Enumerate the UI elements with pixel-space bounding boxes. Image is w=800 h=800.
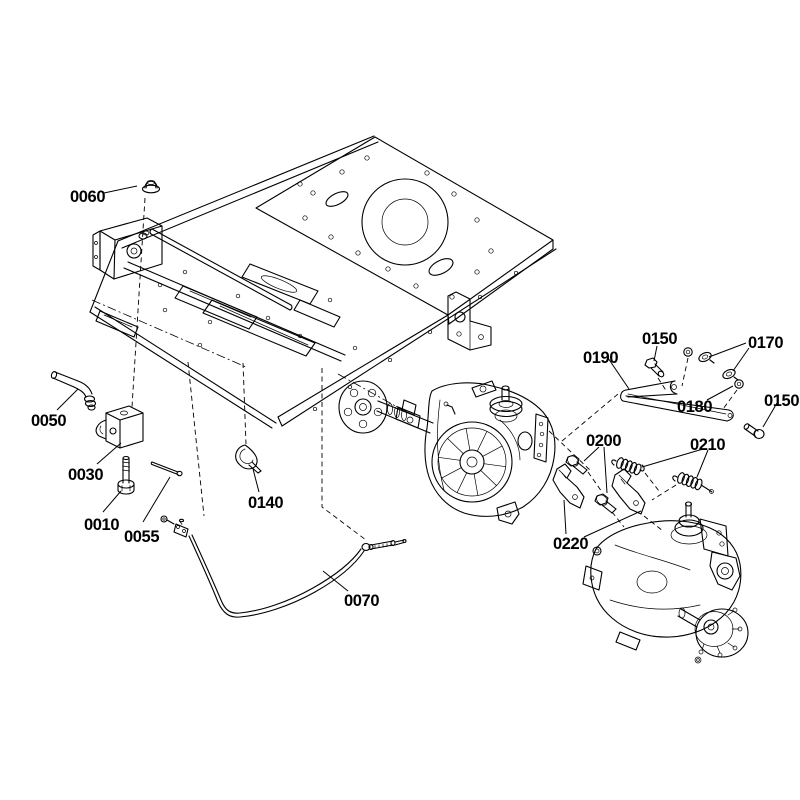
springs-0210 (611, 457, 714, 494)
callout-leader-lines (56, 185, 778, 592)
part-label-0150-right: 0150 (764, 392, 799, 410)
bolt-0150-right (743, 423, 765, 440)
control-cable-0070 (160, 515, 407, 618)
bracket-0030 (95, 405, 144, 449)
brackets-0220 (552, 463, 646, 515)
part-label-0180: 0180 (677, 398, 712, 416)
part-label-0190: 0190 (583, 349, 618, 367)
part-label-0060: 0060 (70, 188, 105, 206)
assembly-dashed-lines (131, 197, 738, 541)
part-label-0140: 0140 (248, 494, 283, 512)
part-label-0170: 0170 (748, 334, 783, 352)
bolt-0010 (117, 455, 135, 495)
part-label-0055: 0055 (124, 528, 159, 546)
chassis-frame-drawing (89, 135, 557, 429)
rod-0055 (150, 461, 183, 477)
part-label-0200: 0200 (586, 432, 621, 450)
part-label-0050: 0050 (31, 412, 66, 430)
part-labels: 0060 0050 0030 0010 0055 0140 0070 0190 … (31, 188, 800, 610)
part-label-0220: 0220 (553, 535, 588, 553)
right-transaxle-drawing (582, 501, 749, 664)
part-label-0010: 0010 (84, 516, 119, 534)
cable-tie-0140 (235, 444, 262, 474)
clips-0170 (698, 351, 739, 381)
part-label-0210: 0210 (690, 436, 725, 454)
elbow-fitting-0050 (50, 371, 97, 411)
flange-nut-0060 (141, 180, 161, 194)
bolt-0150-upper (644, 357, 665, 378)
control-rod-0190 (620, 380, 734, 422)
washers-0180 (683, 347, 744, 389)
part-label-0030: 0030 (68, 466, 103, 484)
left-transaxle-drawing (338, 380, 556, 525)
part-label-0150-upper: 0150 (642, 330, 677, 348)
part-label-0070: 0070 (344, 592, 379, 610)
